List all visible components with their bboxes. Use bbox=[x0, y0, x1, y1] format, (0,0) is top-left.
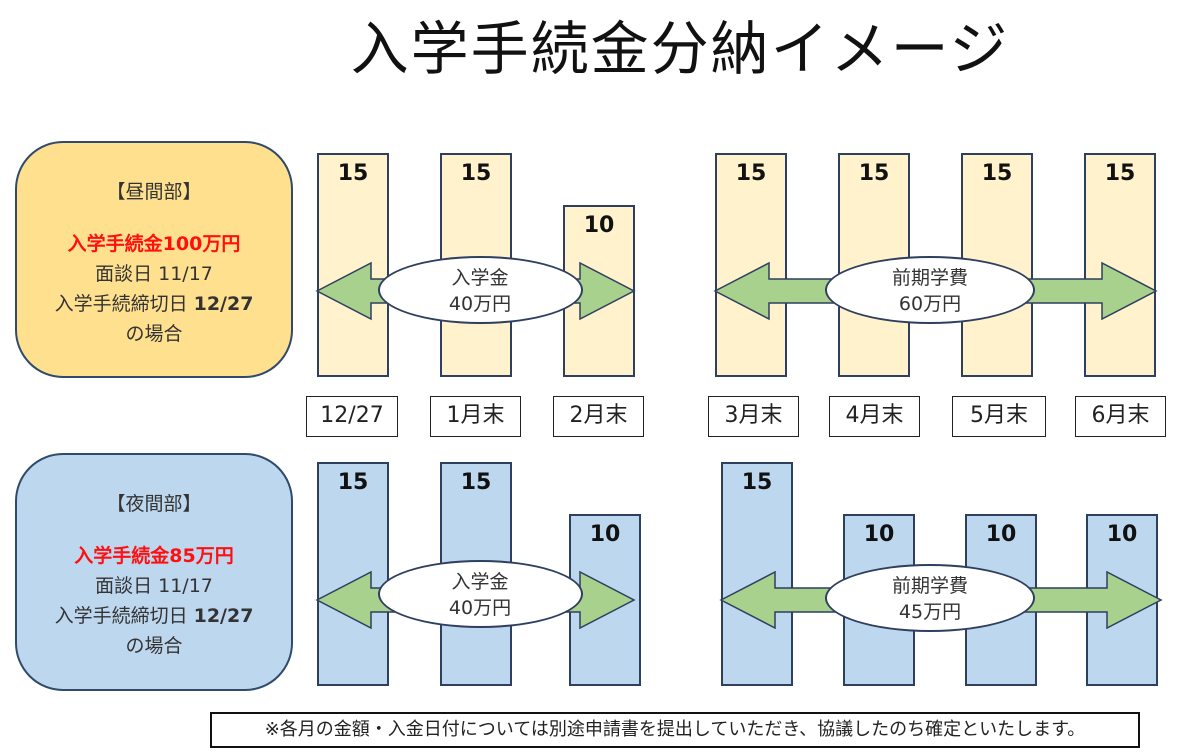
day-tuition-label: 前期学費 60万円 bbox=[825, 256, 1035, 324]
night-heading: 【夜間部】 bbox=[106, 493, 202, 515]
day-fee: 入学手続金100万円 bbox=[67, 233, 241, 255]
fee-type: 前期学費 bbox=[891, 575, 968, 597]
payment-date-label: 4月末 bbox=[829, 396, 920, 437]
day-division-panel: 【昼間部】 入学手続金100万円 面談日 11/17 入学手続締切日 12/27… bbox=[15, 141, 293, 378]
page-title: 入学手続金分納イメージ bbox=[350, 15, 1010, 83]
payment-date-label: 5月末 bbox=[952, 396, 1046, 437]
day-interview-date: 面談日 11/17 bbox=[95, 263, 213, 285]
fee-amount: 45万円 bbox=[898, 601, 962, 623]
fee-type: 入学金 bbox=[451, 571, 509, 593]
fee-type: 前期学費 bbox=[891, 267, 968, 289]
payment-date-label: 3月末 bbox=[708, 396, 799, 437]
night-fee: 入学手続金85万円 bbox=[74, 545, 234, 567]
day-admission-label: 入学金 40万円 bbox=[377, 256, 583, 324]
payment-date-label: 2月末 bbox=[553, 396, 644, 437]
night-admission-label: 入学金 40万円 bbox=[377, 560, 583, 628]
fee-amount: 60万円 bbox=[898, 293, 962, 315]
night-payment-bar: 15 bbox=[721, 462, 793, 686]
day-payment-bar: 15 bbox=[715, 153, 787, 377]
day-heading: 【昼間部】 bbox=[106, 181, 202, 203]
night-suffix: の場合 bbox=[125, 635, 183, 657]
deadline-date: 12/27 bbox=[193, 605, 254, 627]
night-interview-date: 面談日 11/17 bbox=[95, 575, 213, 597]
deadline-label: 入学手続締切日 bbox=[54, 605, 194, 627]
fee-amount: 40万円 bbox=[448, 597, 512, 619]
payment-date-label: 12/27 bbox=[306, 396, 398, 437]
night-deadline: 入学手続締切日 12/27 bbox=[17, 601, 291, 631]
fee-amount: 40万円 bbox=[448, 293, 512, 315]
night-payment-bar: 15 bbox=[317, 462, 389, 686]
deadline-label: 入学手続締切日 bbox=[54, 293, 194, 315]
night-tuition-label: 前期学費 45万円 bbox=[825, 564, 1035, 632]
payment-date-label: 6月末 bbox=[1075, 396, 1166, 437]
footnote: ※各月の金額・入金日付については別途申請書を提出していただき、協議したのち確定と… bbox=[210, 712, 1140, 748]
day-deadline: 入学手続締切日 12/27 bbox=[17, 289, 291, 319]
payment-date-label: 1月末 bbox=[430, 396, 521, 437]
deadline-date: 12/27 bbox=[193, 293, 254, 315]
day-payment-bar: 15 bbox=[317, 153, 389, 377]
fee-type: 入学金 bbox=[451, 267, 509, 289]
day-suffix: の場合 bbox=[125, 323, 183, 345]
day-payment-bar: 15 bbox=[1084, 153, 1156, 377]
night-division-panel: 【夜間部】 入学手続金85万円 面談日 11/17 入学手続締切日 12/27 … bbox=[15, 453, 293, 691]
